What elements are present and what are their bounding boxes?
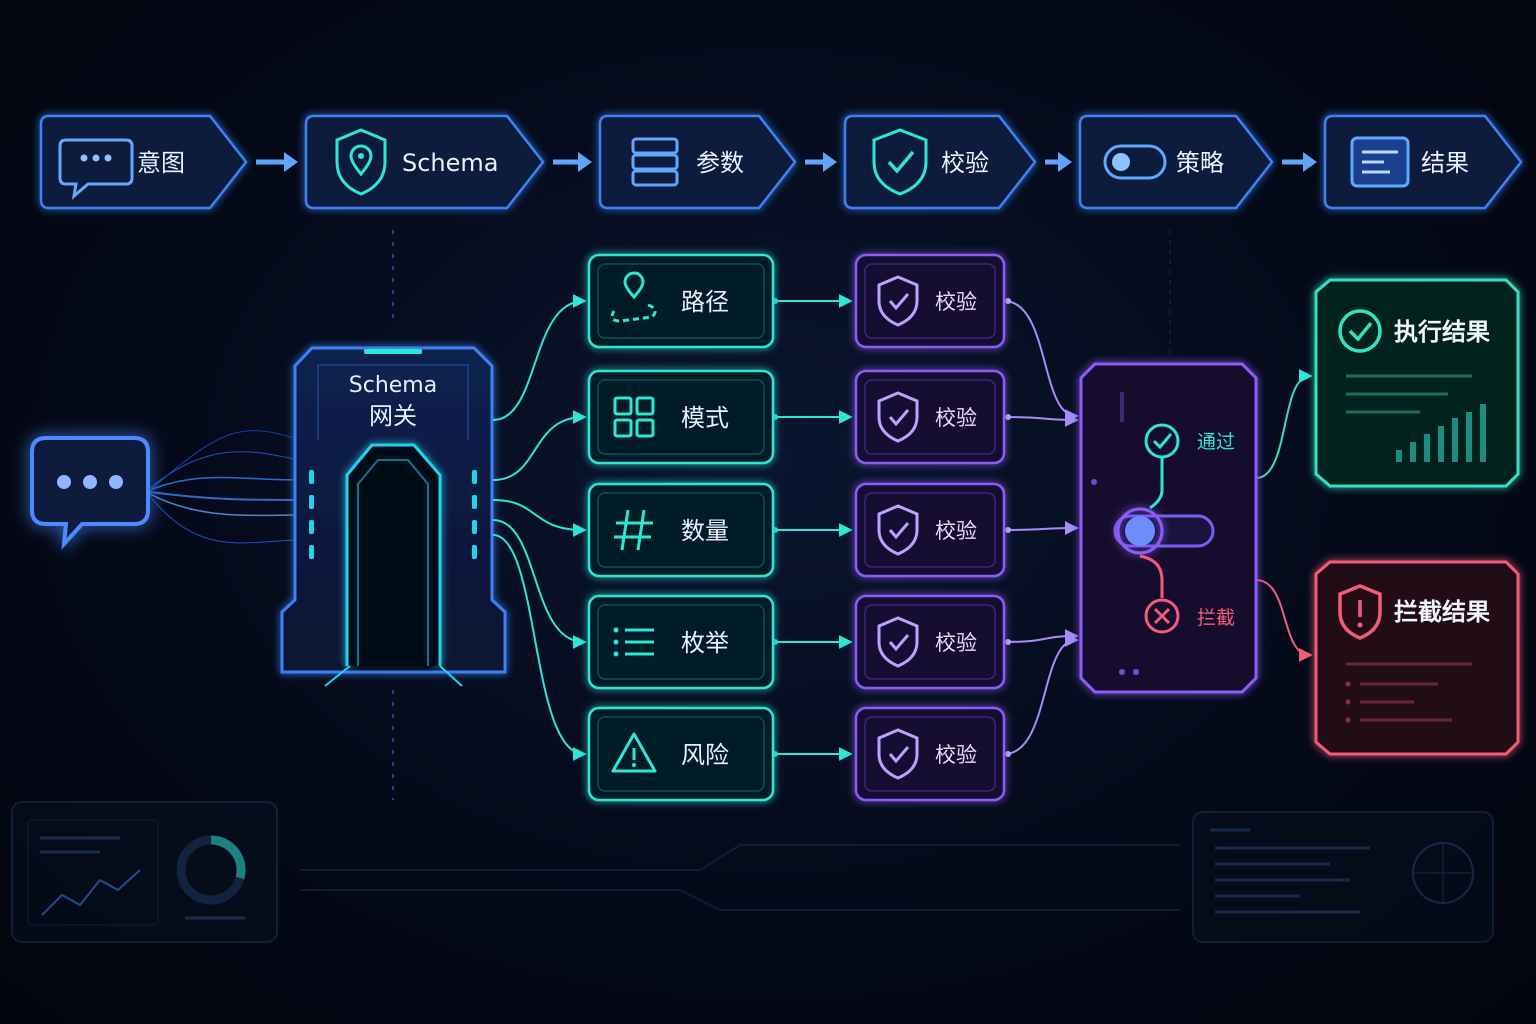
- branch-risk: 风险: [587, 706, 775, 802]
- pipeline-step-validate: 校验: [843, 114, 1037, 210]
- check-to-decision-connector: [1003, 629, 1079, 644]
- pipeline-arrow-icon: [805, 152, 837, 172]
- pipeline-step-label: Schema: [402, 149, 499, 177]
- result-blocked-panel: 拦截结果: [1314, 560, 1520, 756]
- route-pin-icon: [610, 271, 657, 323]
- branch-mode: 模式: [587, 369, 775, 465]
- data-stream-lines: [149, 430, 301, 544]
- layers-icon: [631, 137, 679, 187]
- pipeline-step-intent: 意图: [39, 114, 248, 210]
- gateway-title-line2: 网关: [369, 402, 417, 430]
- pipeline-step-label: 参数: [696, 149, 744, 177]
- pipeline-step-label: 校验: [941, 149, 989, 177]
- gateway-title-line1: Schema: [349, 373, 437, 398]
- check-box: 校验: [854, 482, 1006, 578]
- branch-label: 模式: [681, 404, 729, 432]
- branch-label: 路径: [681, 288, 729, 316]
- gateway-to-branch-connector: [492, 534, 587, 761]
- check-label: 校验: [935, 290, 977, 314]
- hash-icon: [614, 509, 653, 551]
- decision-panel: 通过 拦截: [1079, 362, 1258, 694]
- input-stream: [30, 430, 301, 550]
- pipeline-step-label: 结果: [1421, 149, 1469, 177]
- shield-check-icon: [877, 728, 919, 780]
- connector-lines: [492, 294, 1313, 761]
- alert-shield-icon: [1338, 584, 1382, 640]
- gateway-to-branch-connector: [492, 499, 587, 537]
- gateway-to-branch-connector: [492, 519, 587, 649]
- chat-bubble-icon: [58, 138, 134, 200]
- check-to-decision-connector: [1003, 521, 1079, 536]
- pipeline-step-label: 意图: [137, 149, 185, 177]
- block-x-icon: [1144, 598, 1180, 634]
- pipeline-arrow-icon: [1045, 152, 1072, 172]
- pipeline-step-policy: 策略: [1078, 114, 1274, 210]
- gateway-to-branch-connector: [492, 294, 587, 421]
- shield-check-icon: [877, 616, 919, 668]
- pipeline-step-result: 结果: [1323, 114, 1523, 210]
- branch-quantity: 数量: [587, 482, 775, 578]
- pipeline-arrow-icon: [256, 152, 298, 172]
- result-blocked-label: 拦截结果: [1394, 598, 1490, 626]
- pipeline-arrow-icon: [553, 152, 592, 172]
- check-box: 校验: [854, 594, 1006, 690]
- decision-to-success-connector: [1255, 369, 1313, 479]
- decision-pass-label: 通过: [1197, 431, 1235, 453]
- dashboard-widget-left: [11, 801, 278, 943]
- gateway-light-strips: [309, 470, 477, 559]
- result-success-panel: 执行结果: [1314, 278, 1520, 488]
- check-label: 校验: [935, 743, 977, 767]
- branch-label: 风险: [681, 741, 729, 769]
- schema-gateway: Schema 网关: [280, 346, 507, 688]
- background-decoration: [300, 230, 1180, 911]
- shield-check-icon: [872, 128, 928, 196]
- decision-toggle-icon: [1113, 507, 1215, 555]
- warning-icon: [611, 732, 657, 773]
- check-to-decision-connector: [1003, 412, 1079, 427]
- check-label: 校验: [935, 406, 977, 430]
- list-icon: [613, 627, 654, 657]
- document-icon: [1350, 136, 1410, 188]
- check-box: 校验: [854, 706, 1006, 802]
- pipeline-row: 意图 Schema 参数 校验 策略 结果: [39, 114, 1523, 210]
- input-chat-bubble-icon: [30, 436, 150, 550]
- shield-location-icon: [335, 128, 387, 196]
- line-chart-icon: [41, 869, 141, 916]
- dashboard-widget-right: [1192, 811, 1494, 943]
- grid-icon: [613, 396, 655, 438]
- shield-check-icon: [877, 504, 919, 556]
- check-to-decision-connector: [1003, 300, 1079, 423]
- check-label: 校验: [935, 519, 977, 543]
- branch-path: 路径: [587, 253, 775, 349]
- pipeline-step-label: 策略: [1176, 149, 1224, 177]
- check-label: 校验: [935, 631, 977, 655]
- decision-block-label: 拦截: [1197, 607, 1235, 629]
- check-box: 校验: [854, 253, 1006, 349]
- success-check-icon: [1338, 309, 1382, 353]
- toggle-icon: [1103, 144, 1167, 180]
- check-box: 校验: [854, 369, 1006, 465]
- bar-chart-icon: [1396, 404, 1486, 462]
- branch-label: 数量: [681, 517, 729, 545]
- shield-check-icon: [877, 275, 919, 327]
- gateway-to-branch-connector: [492, 410, 587, 481]
- decision-to-blocked-connector: [1255, 579, 1313, 662]
- pipeline-arrow-icon: [1282, 152, 1317, 172]
- pipeline-step-params: 参数: [598, 114, 797, 210]
- check-to-decision-connector: [1003, 633, 1079, 755]
- pipeline-step-schema: Schema: [304, 114, 545, 210]
- branch-enum: 枚举: [587, 594, 775, 690]
- shield-check-icon: [877, 391, 919, 443]
- result-success-label: 执行结果: [1394, 318, 1490, 346]
- branch-label: 枚举: [681, 629, 729, 657]
